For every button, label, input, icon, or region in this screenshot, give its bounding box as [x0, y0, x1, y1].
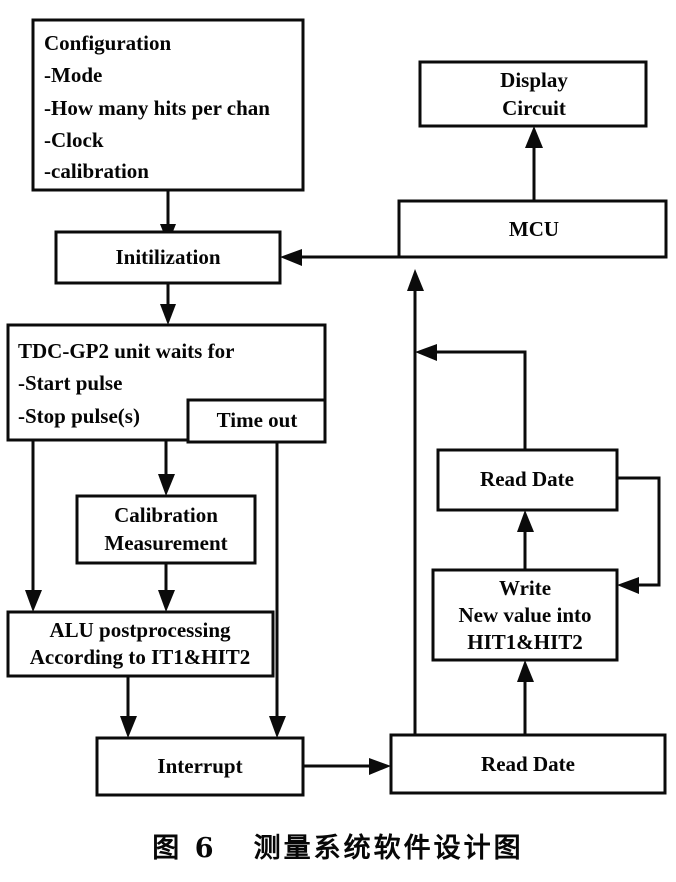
edge-time-out-to-interrupt — [269, 440, 286, 738]
edge-calibration-measurement-to-alu-postprocessing — [158, 563, 175, 612]
edge-tdc-gp2-to-alu-postprocessing — [25, 440, 42, 612]
read-date-lower-label: Read Date — [481, 752, 575, 776]
node-interrupt[interactable]: Interrupt — [95, 736, 305, 797]
tdc-gp2-line-3: -Stop pulse(s) — [18, 404, 140, 428]
edge-alu-postprocessing-to-interrupt — [120, 676, 137, 738]
initilization-label: Initilization — [115, 245, 220, 269]
interrupt-label: Interrupt — [157, 754, 242, 778]
edge-mcu-to-initilization — [280, 249, 399, 266]
edge-read-date-lower-to-write-hits — [517, 660, 534, 735]
edge-write-hits-to-read-date-upper — [517, 510, 534, 570]
edge-initilization-to-tdc-gp2 — [160, 283, 176, 325]
node-read-date-upper[interactable]: Read Date — [436, 448, 619, 512]
edge-interrupt-to-read-date-lower — [303, 758, 391, 775]
write-hits-line-2: New value into — [459, 603, 592, 627]
node-initilization[interactable]: Initilization — [54, 230, 282, 285]
time-out-label: Time out — [217, 408, 298, 432]
calibration-measurement-line-2: Measurement — [104, 531, 227, 555]
node-write-hits[interactable]: Write New value into HIT1&HIT2 — [431, 568, 619, 662]
node-tdc-gp2[interactable]: TDC-GP2 unit waits for -Start pulse -Sto… — [6, 323, 327, 442]
edge-tdc-gp2-to-calibration-measurement — [158, 440, 175, 496]
configuration-line-5: -calibration — [44, 159, 149, 183]
calibration-measurement-line-1: Calibration — [114, 503, 218, 527]
node-time-out[interactable]: Time out — [186, 398, 327, 444]
edge-mcu-to-display-circuit — [525, 126, 543, 201]
edge-read-date-upper-to-mcu — [415, 344, 527, 450]
node-alu-postprocessing[interactable]: ALU postprocessing According to IT1&HIT2 — [6, 610, 275, 678]
node-configuration[interactable]: Configuration -Mode -How many hits per c… — [31, 18, 305, 192]
write-hits-line-3: HIT1&HIT2 — [467, 630, 583, 654]
display-circuit-line-2: Circuit — [502, 96, 566, 120]
mcu-label: MCU — [509, 217, 559, 241]
read-date-upper-label: Read Date — [480, 467, 574, 491]
display-circuit-line-1: Display — [500, 68, 568, 92]
node-mcu[interactable]: MCU — [397, 199, 668, 259]
configuration-line-2: -Mode — [44, 63, 102, 87]
tdc-gp2-line-1: TDC-GP2 unit waits for — [18, 339, 234, 363]
write-hits-line-1: Write — [499, 576, 551, 600]
node-calibration-measurement[interactable]: Calibration Measurement — [75, 494, 257, 565]
alu-postprocessing-line-1: ALU postprocessing — [49, 618, 231, 642]
tdc-gp2-line-2: -Start pulse — [18, 371, 122, 395]
configuration-line-3: -How many hits per chan — [44, 96, 270, 120]
edge-read-date-upper-to-write-hits-loop — [617, 476, 661, 594]
node-display-circuit[interactable]: Display Circuit — [418, 60, 648, 128]
alu-postprocessing-line-2: According to IT1&HIT2 — [30, 645, 251, 669]
edge-read-date-lower-to-mcu — [407, 269, 424, 735]
configuration-line-1: Configuration — [44, 31, 172, 55]
figure-caption: 图 6 测量系统软件设计图 — [152, 833, 524, 864]
configuration-line-4: -Clock — [44, 128, 104, 152]
node-read-date-lower[interactable]: Read Date — [389, 733, 667, 795]
